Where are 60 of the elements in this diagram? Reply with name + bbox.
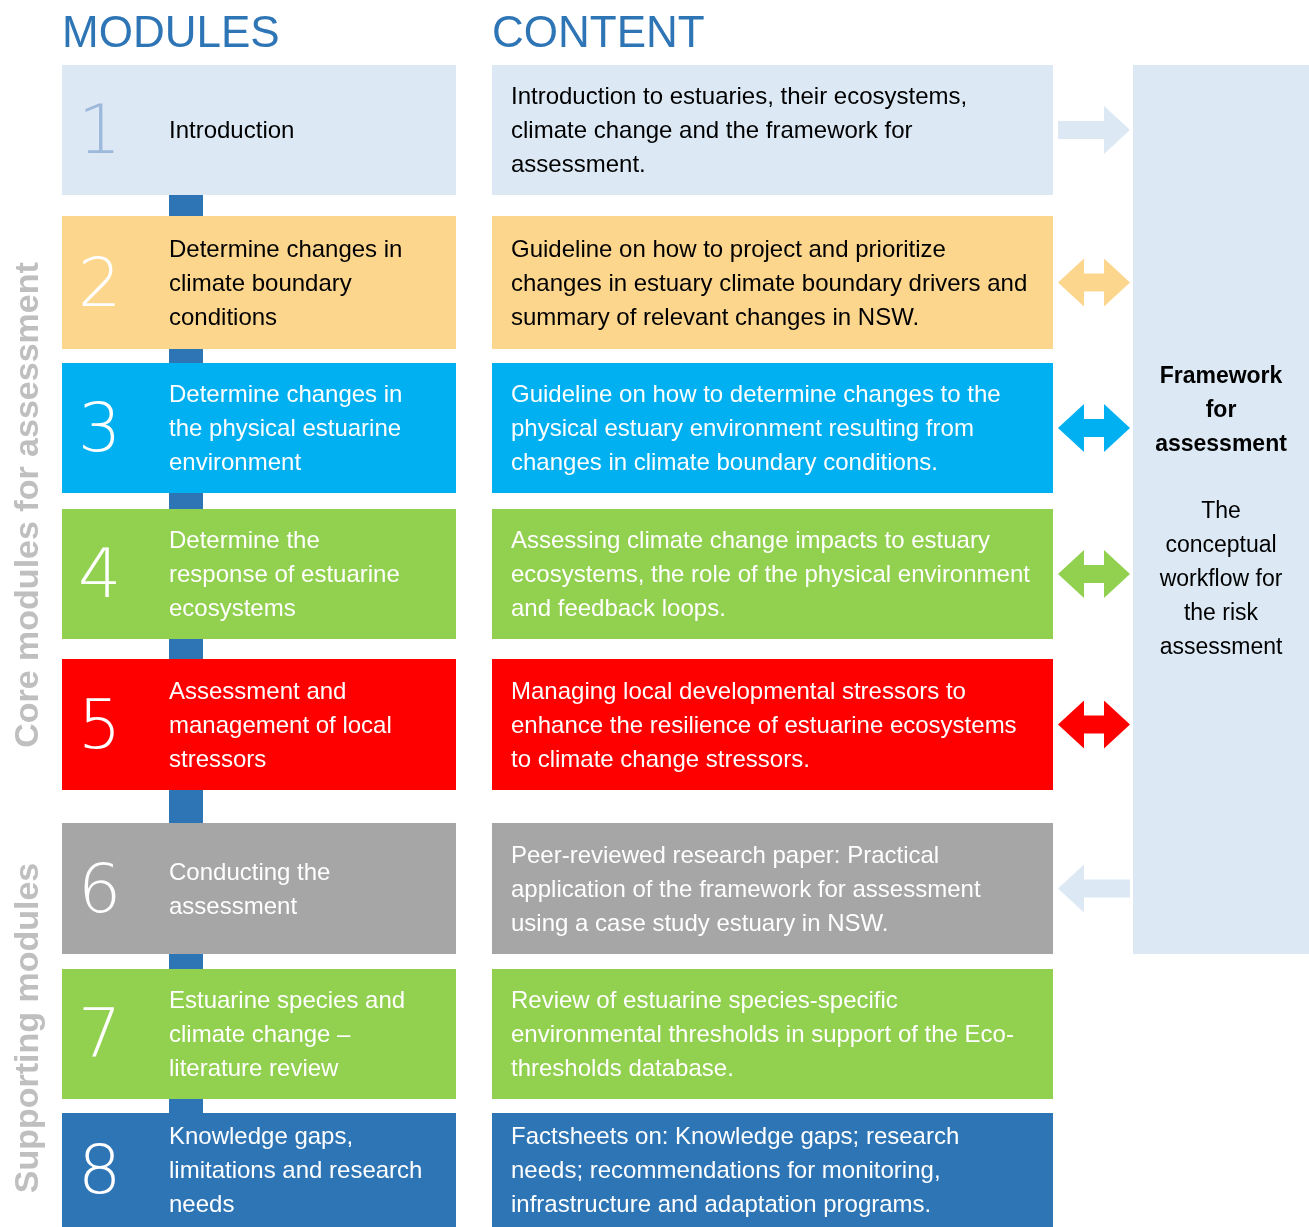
arrow [1058,550,1130,598]
connector-bar [169,195,203,216]
arrow [1058,106,1130,154]
content-text: Guideline on how to determine changes to the physical estuary environment resulting from changes in climate boundary conditions. [511,379,1002,477]
module-number: 1 [77,96,123,164]
content-text: Factsheets on: Knowledge gaps; research needs; recommendations for monitoring, infrastructure and adaptation programs. [511,1121,961,1219]
module-number: 2 [77,248,123,317]
module-number: 4 [77,540,123,608]
content-box [492,509,1053,639]
content-box [492,65,1053,195]
module-title: Determine the response of estuarine ecosystems [169,525,401,623]
arrow [1058,700,1130,749]
section-label: Core modules for assessment [9,262,43,748]
module-title: Assessment and management of local stressors [169,675,393,774]
content-box [492,216,1053,349]
content-box [492,823,1053,954]
content-text: Peer-reviewed research paper: Practical application of the framework for assessment using a case study estuary in NSW. [511,839,982,938]
module-number: 8 [77,1136,123,1204]
module-box [62,969,456,1099]
connector-bar [169,493,203,509]
module-box [62,65,456,195]
module-title: Estuarine species and climate change – literature review [169,985,407,1083]
column-heading: MODULES [62,10,280,54]
content-box [492,969,1053,1099]
content-box [492,363,1053,493]
arrow [1058,404,1130,452]
module-box [62,363,456,493]
module-box [62,659,456,790]
module-title: Determine changes in the physical estuarine environment [169,379,404,477]
module-title: Determine changes in climate boundary conditions [169,233,404,332]
arrow [1058,258,1130,307]
module-number: 7 [77,1000,123,1068]
connector-bar [169,790,203,823]
panel-text: The conceptual workflow for the risk assessment [1158,496,1284,661]
module-number: 6 [77,854,123,923]
content-text: Introduction to estuaries, their ecosystems, climate change and the framework for assessment. [511,81,969,179]
connector-bar [169,349,203,363]
content-text: Managing local developmental stressors to enhance the resilience of estuarine ecosystems to climate change stressors. [511,675,1018,774]
module-box [62,823,456,954]
content-text: Assessing climate change impacts to estuary ecosystems, the role of the physical environment and feedback loops. [511,525,1031,623]
content-box [492,659,1053,790]
module-box [62,216,456,349]
module-title: Conducting the assessment [169,856,332,921]
module-title: Knowledge gaps, limitations and research needs [169,1121,424,1219]
connector-bar [169,1099,203,1113]
content-text: Review of estuarine species-specific environmental thresholds in support of the Eco-thresholds database. [511,985,1015,1083]
module-number: 3 [77,394,123,462]
connector-bar [169,954,203,969]
section-label: Supporting modules [9,862,43,1193]
module-title: Introduction [169,115,295,145]
panel-heading: Framework for assessment [1154,361,1288,458]
content-box [492,1113,1053,1227]
connector-bar [169,639,203,659]
column-heading: CONTENT [492,10,705,54]
arrow [1058,864,1130,913]
framework-panel [1133,65,1309,954]
module-box [62,1113,456,1227]
content-text: Guideline on how to project and prioritize changes in estuary climate boundary drivers and summary of relevant changes in NSW. [511,233,1029,332]
module-box [62,509,456,639]
module-number: 5 [77,690,123,759]
